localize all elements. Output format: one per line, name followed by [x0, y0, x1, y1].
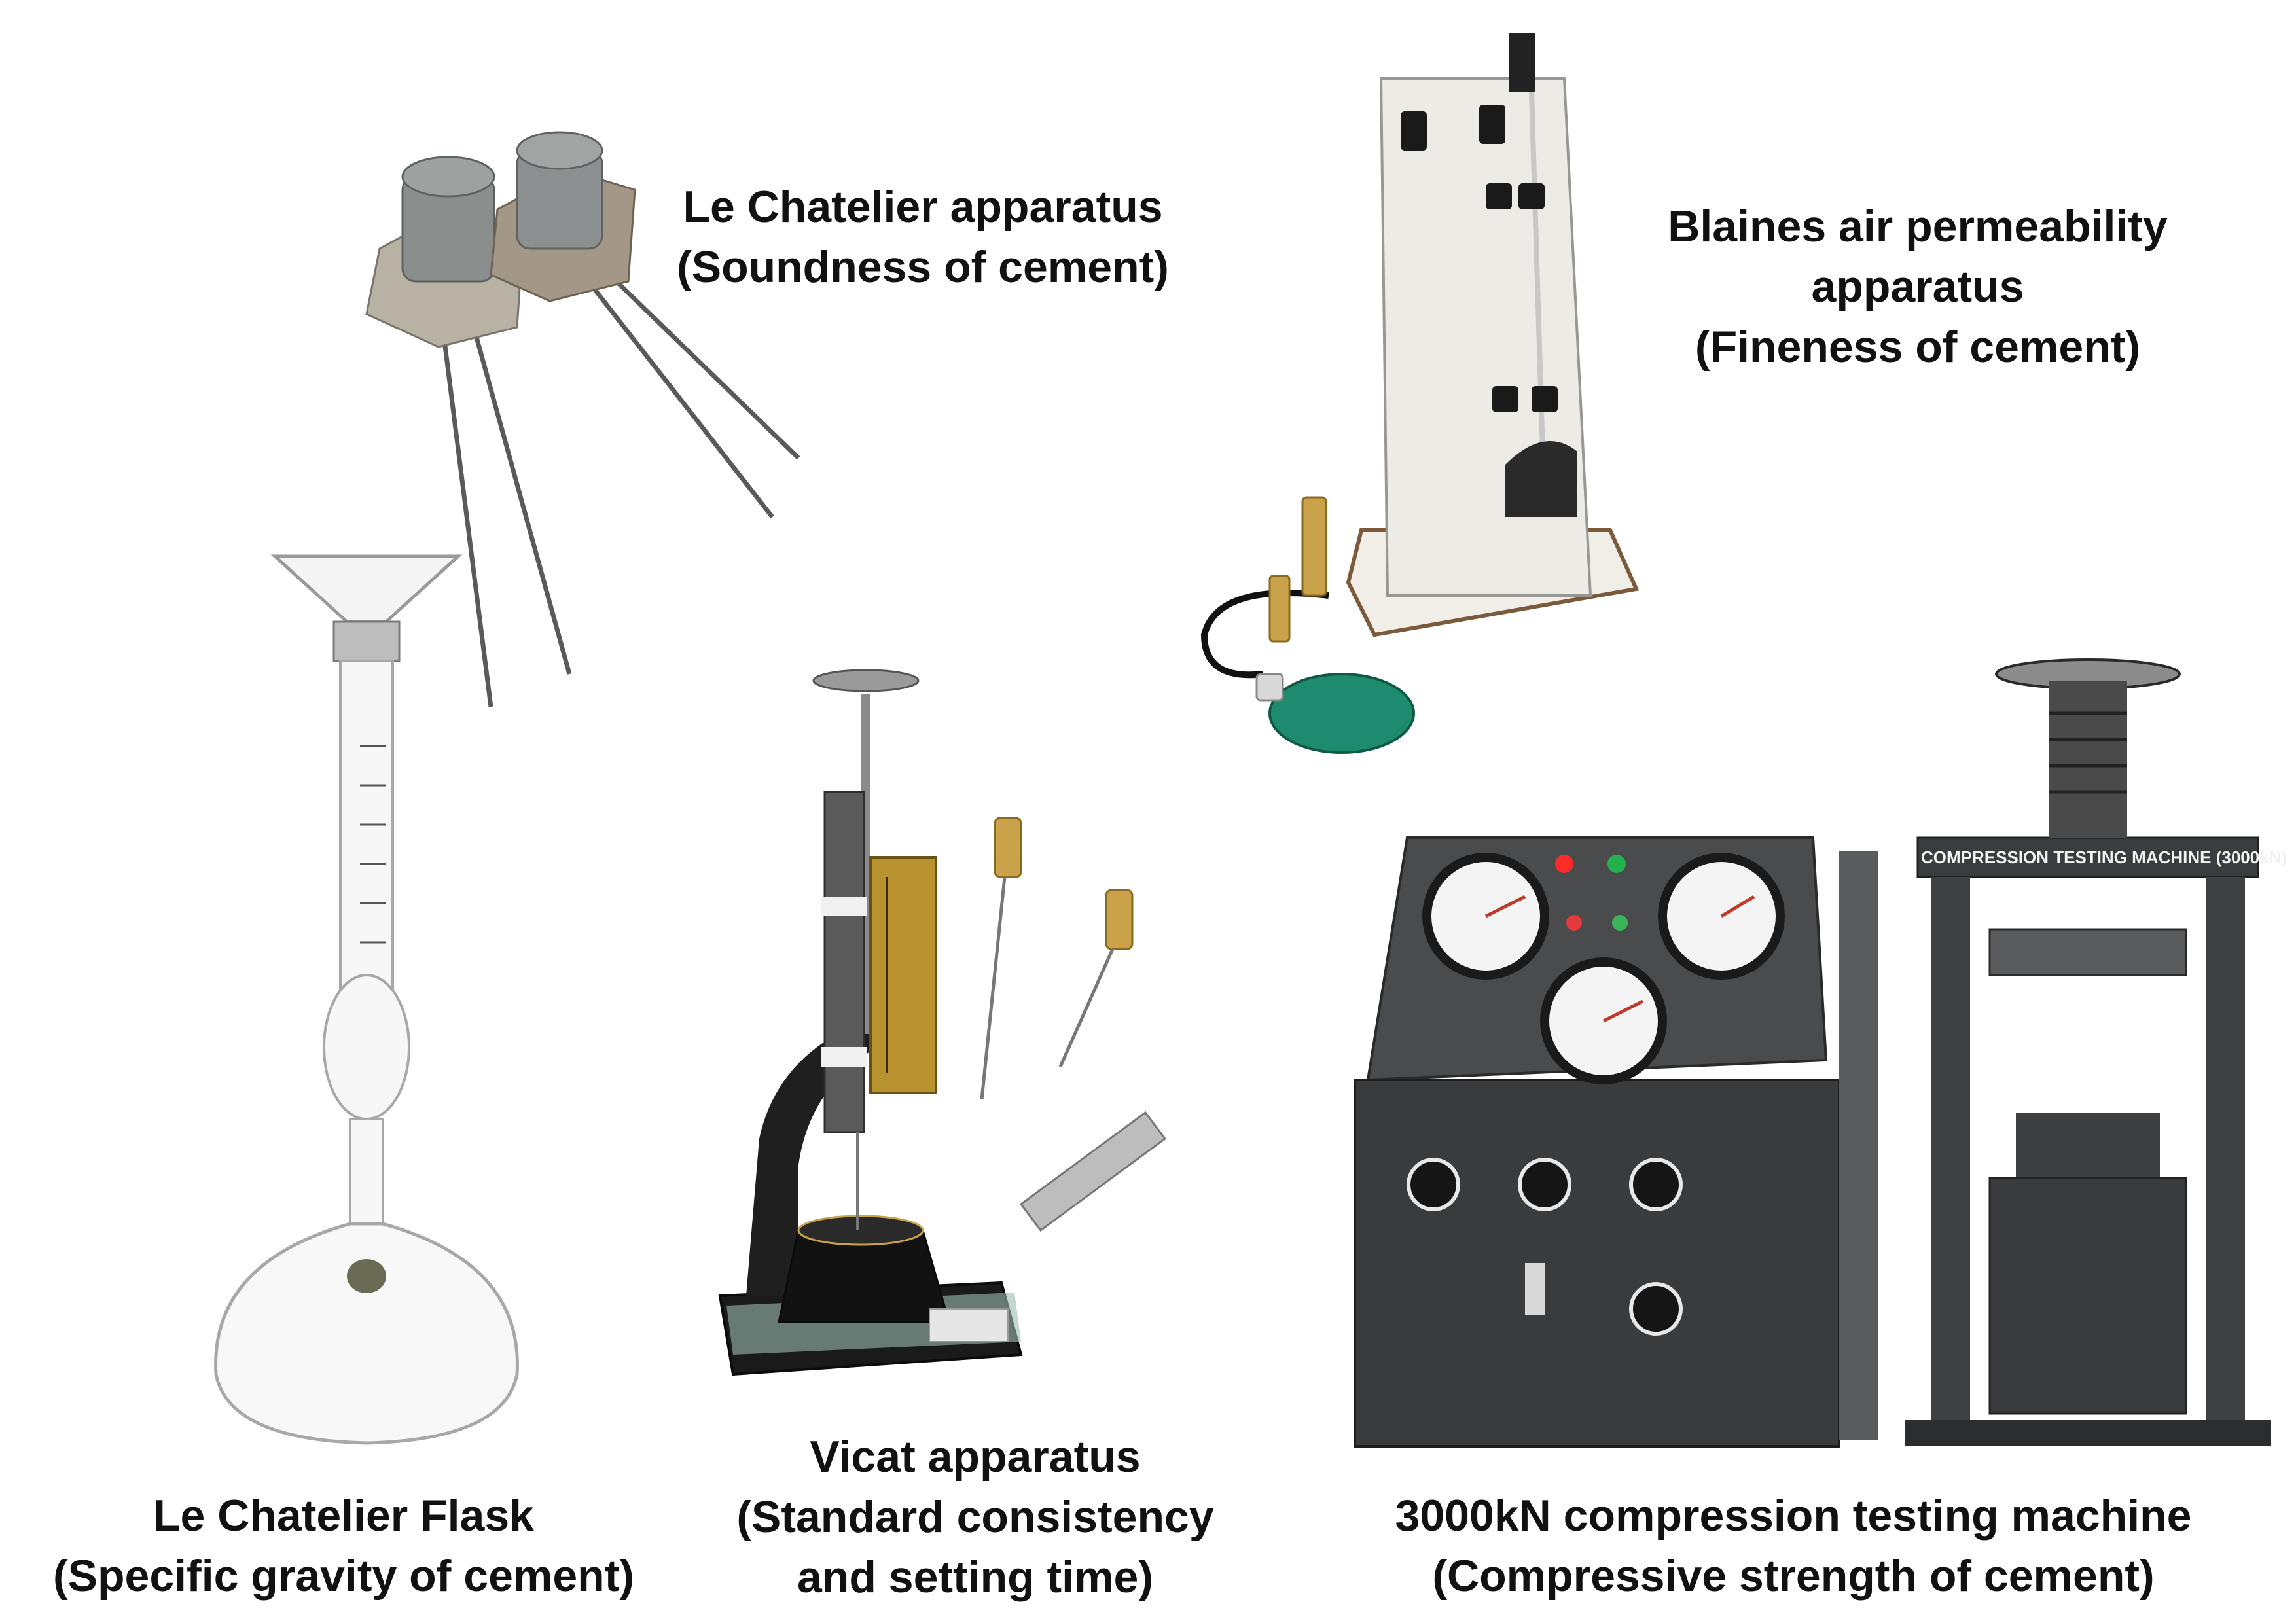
caption-line: (Standard consistency [736, 1492, 1214, 1542]
le-chatelier-flask-image [196, 550, 537, 1453]
caption-line: (Fineness of cement) [1695, 322, 2141, 372]
caption-line: apparatus [1811, 262, 2024, 312]
vicat-apparatus-caption: Vicat apparatus (Standard consistency an… [681, 1427, 1270, 1607]
le-chatelier-apparatus-image [353, 131, 812, 720]
caption-line: Blaines air permeability [1668, 202, 2168, 251]
compression-machine-caption: 3000kN compression testing machine (Comp… [1309, 1486, 2278, 1606]
blaines-apparatus-image [1178, 20, 1676, 759]
caption-line: Vicat apparatus [810, 1432, 1141, 1482]
vicat-apparatus-image [707, 668, 1230, 1400]
caption-line: (Specific gravity of cement) [52, 1551, 635, 1601]
compression-machine-image: COMPRESSION TESTING MACHINE (3000kN) [1329, 654, 2287, 1459]
le-chatelier-apparatus-caption: Le Chatelier apparatus (Soundness of cem… [628, 177, 1217, 297]
caption-line: 3000kN compression testing machine [1395, 1491, 2192, 1541]
blaines-apparatus-caption: Blaines air permeability apparatus (Fine… [1623, 196, 2212, 377]
machine-nameplate: COMPRESSION TESTING MACHINE (3000kN) [1921, 847, 2287, 867]
caption-line: Le Chatelier apparatus [683, 182, 1163, 232]
le-chatelier-flask-caption: Le Chatelier Flask (Specific gravity of … [13, 1486, 674, 1606]
caption-line: (Compressive strength of cement) [1432, 1551, 2155, 1601]
caption-line: (Soundness of cement) [677, 242, 1169, 292]
caption-line: Le Chatelier Flask [152, 1491, 535, 1541]
caption-line: and setting time) [797, 1552, 1154, 1602]
